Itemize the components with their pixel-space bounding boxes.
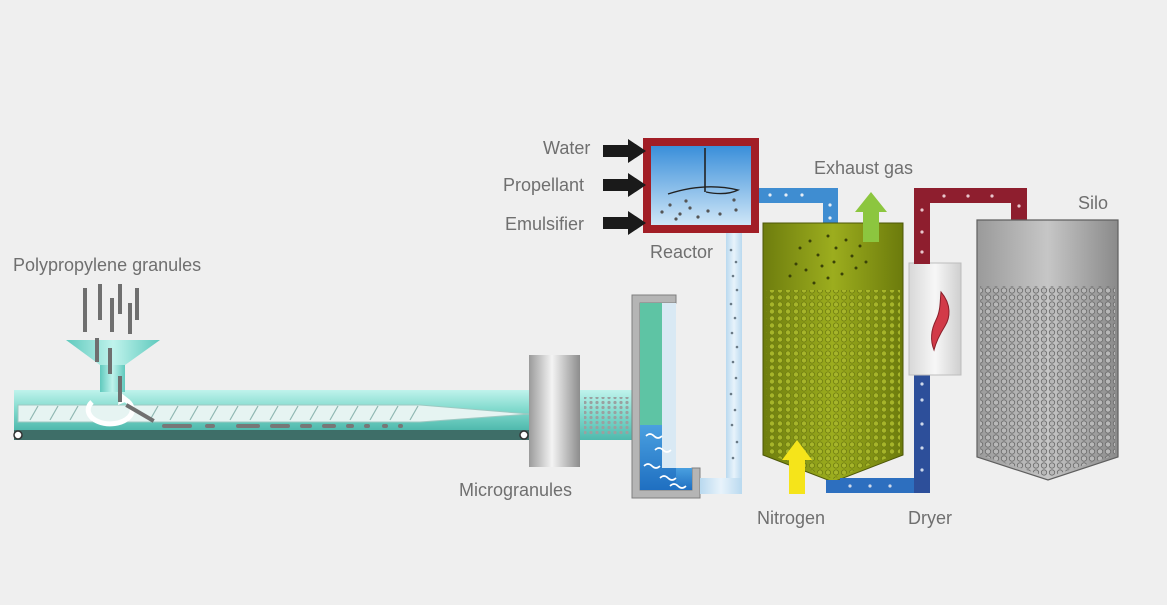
microgranule-stream (584, 397, 630, 435)
expanded-beads (766, 290, 900, 479)
reactor (643, 138, 759, 233)
falling-granules (83, 284, 155, 423)
silo (976, 219, 1119, 481)
water-arrow-icon (603, 139, 646, 163)
propellant-arrow-icon (603, 173, 646, 197)
stored-beads (980, 286, 1115, 477)
dryer (908, 262, 962, 376)
screw-threads (29, 405, 419, 421)
reactor-particles (660, 198, 738, 221)
nitrogen-label: Nitrogen (757, 508, 826, 528)
stirrer-blade (667, 186, 741, 195)
tank-particles (788, 234, 868, 285)
bath-riser (662, 303, 676, 468)
nitrogen-arrow-icon (782, 440, 812, 494)
hopper (66, 340, 160, 392)
base-bolt-right (519, 430, 529, 440)
dryer-label: Dryer (908, 508, 952, 528)
riser-particles (729, 248, 739, 460)
emulsifier-label: Emulsifier (505, 214, 585, 234)
pelletizer-cylinder (529, 355, 580, 467)
reactor-label: Reactor (650, 242, 714, 262)
silo-label: Silo (1078, 193, 1109, 213)
extruder (13, 390, 531, 440)
dryer-to-silo-pipe (914, 188, 1027, 264)
reactor-to-tank-pipe (759, 188, 838, 224)
exhaust-arrow-icon (855, 192, 887, 242)
expansion-tank (762, 222, 904, 483)
emulsifier-arrow-icon (603, 211, 646, 235)
water-waves (643, 433, 687, 489)
rotation-arrow-icon (85, 395, 135, 427)
exhaust-gas-label: Exhaust gas (814, 158, 914, 178)
water-label: Water (543, 138, 591, 158)
melt-blobs (162, 424, 403, 428)
base-bolt-left (13, 430, 23, 440)
input-arrows (603, 139, 646, 235)
heater-flame-icon (931, 290, 950, 352)
extruder-base (14, 430, 530, 440)
riser-pipe (726, 232, 742, 494)
polypropylene-granules-label: Polypropylene granules (13, 255, 202, 275)
bath-outlet-pipe (700, 478, 742, 494)
microgranules-label: Microgranules (459, 480, 573, 500)
cooling-bath (631, 294, 701, 499)
propellant-label: Propellant (503, 175, 585, 195)
bath-upper (640, 303, 662, 425)
tank-to-dryer-pipe (826, 372, 930, 493)
